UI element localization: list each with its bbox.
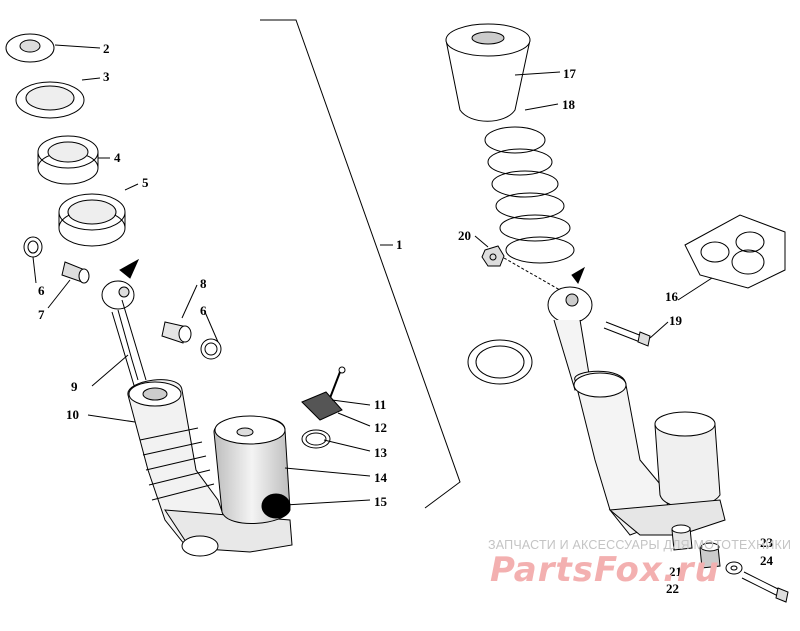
part-4-retainer bbox=[37, 135, 99, 185]
callout-label: 9 bbox=[71, 379, 78, 394]
callout-label: 13 bbox=[374, 445, 387, 460]
callout-label: 7 bbox=[38, 307, 45, 322]
part-18-spring bbox=[484, 126, 575, 264]
watermark-brand-logo: PartsFox.ru bbox=[490, 550, 720, 590]
part-11-screw bbox=[329, 371, 341, 399]
callout-label: 23 bbox=[760, 535, 773, 550]
callout-label: 3 bbox=[103, 69, 110, 84]
part-22-spacer bbox=[699, 542, 721, 569]
part-13-oring bbox=[301, 429, 331, 449]
group-bracket-line bbox=[260, 19, 461, 509]
part-15-logo-decal bbox=[261, 493, 291, 519]
part-24-bolt bbox=[741, 571, 789, 603]
callout-label: 20 bbox=[458, 228, 471, 243]
callout-label: 5 bbox=[142, 175, 149, 190]
callout-label: 22 bbox=[666, 581, 679, 596]
callout-label: 1 bbox=[396, 237, 403, 252]
leader-lines bbox=[32, 44, 713, 506]
part-23-washer bbox=[725, 561, 743, 575]
callout-label: 2 bbox=[103, 41, 110, 56]
part-6-oring-right bbox=[200, 338, 222, 360]
callout-label: 24 bbox=[760, 553, 773, 568]
callout-label: 16 bbox=[665, 289, 678, 304]
part-ring-right bbox=[467, 339, 533, 385]
callout-label: 12 bbox=[374, 420, 387, 435]
part-5-adjuster-ring bbox=[58, 193, 126, 247]
callout-label: 8 bbox=[200, 276, 207, 291]
part-19-bolt bbox=[603, 321, 651, 347]
part-17-bump-stop bbox=[445, 23, 531, 122]
part-20-nut bbox=[481, 245, 561, 291]
part-6-oring-left bbox=[23, 236, 43, 258]
part-3-split-ring bbox=[15, 81, 85, 119]
part-8-spacer bbox=[161, 321, 192, 344]
callout-label: 14 bbox=[374, 470, 387, 485]
part-16-heat-shield bbox=[684, 214, 786, 289]
arrow-indicator-right bbox=[571, 266, 586, 285]
part-7-bushing bbox=[61, 261, 90, 284]
part-2-washer bbox=[5, 33, 55, 63]
arrow-indicator-left bbox=[119, 258, 140, 279]
part-10-shock-body bbox=[127, 379, 293, 557]
callout-label: 6 bbox=[38, 283, 45, 298]
callout-label: 6 bbox=[200, 303, 207, 318]
callout-label: 17 bbox=[563, 66, 576, 81]
callout-label: 4 bbox=[114, 150, 121, 165]
callout-label: 19 bbox=[669, 313, 682, 328]
callout-label: 15 bbox=[374, 494, 387, 509]
callout-label: 10 bbox=[66, 407, 79, 422]
part-21-bushing bbox=[671, 524, 693, 551]
shock-top-eye bbox=[101, 280, 135, 310]
callout-label: 21 bbox=[669, 564, 682, 579]
callout-label: 11 bbox=[374, 397, 387, 412]
part-9-shaft bbox=[111, 299, 147, 393]
right-shock-body bbox=[547, 286, 726, 536]
watermark-tagline: ЗАПЧАСТИ И АКСЕССУАРЫ ДЛЯ МОТОТЕХНИКИ bbox=[488, 538, 792, 552]
part-12-clip bbox=[301, 391, 343, 421]
callout-label: 18 bbox=[562, 97, 575, 112]
